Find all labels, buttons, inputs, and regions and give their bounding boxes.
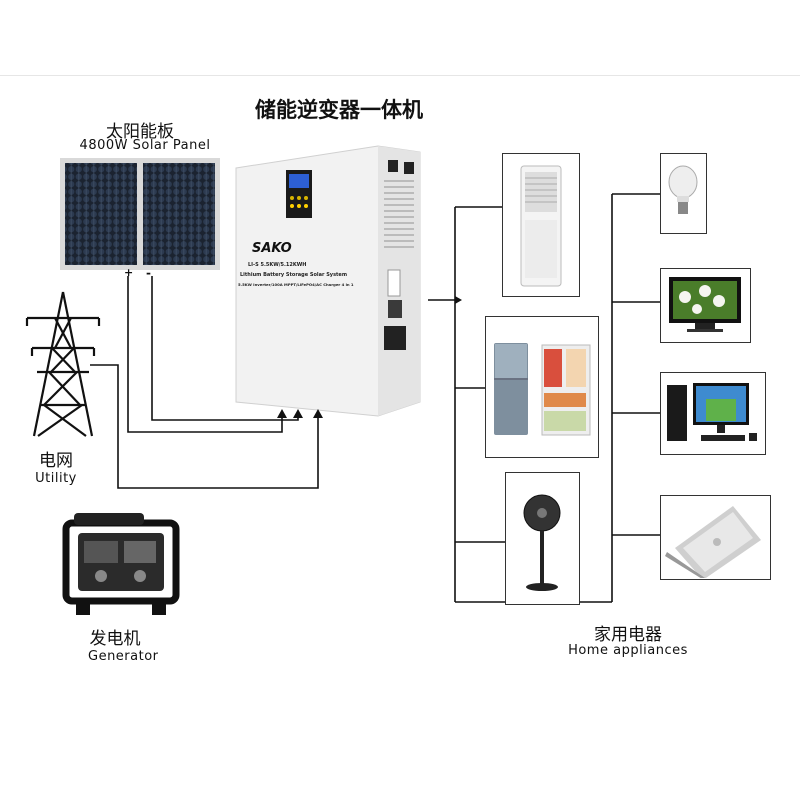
- appliances-label-cn: 家用电器: [568, 620, 688, 645]
- laptop-icon: [661, 496, 769, 578]
- refrigerator-icon: [486, 317, 597, 456]
- television-frame: [660, 268, 751, 343]
- light-bulb-frame: [660, 153, 707, 234]
- light-bulb-icon: [661, 154, 705, 232]
- desktop-computer-icon: [661, 373, 764, 453]
- air-conditioner-icon: [503, 154, 578, 295]
- refrigerator-frame: [485, 316, 599, 458]
- laptop-frame: [660, 495, 771, 580]
- air-conditioner-frame: [502, 153, 580, 297]
- television-icon: [661, 269, 749, 341]
- fan-frame: [505, 472, 580, 605]
- desktop-computer-frame: [660, 372, 766, 455]
- fan-icon: [506, 473, 578, 603]
- appliances-label-en: Home appliances: [553, 643, 703, 658]
